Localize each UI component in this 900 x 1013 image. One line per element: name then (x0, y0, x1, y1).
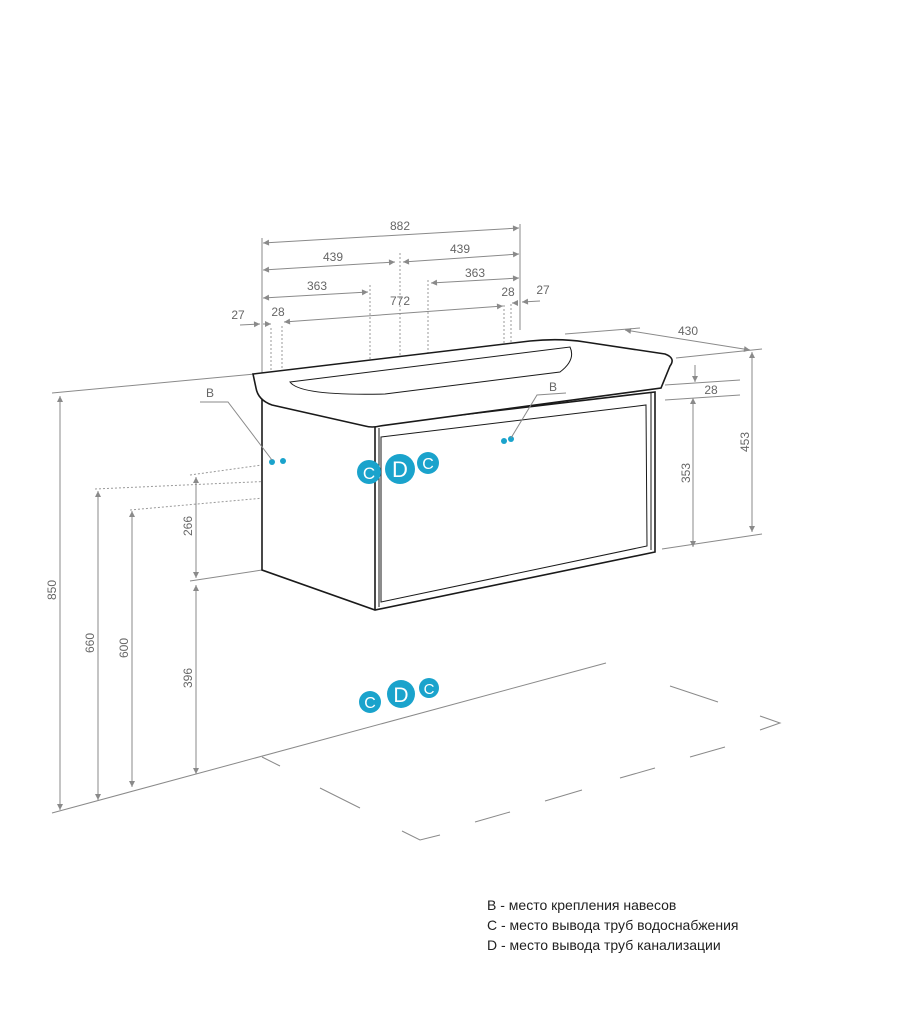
drawer-front (380, 404, 648, 603)
pipe-outlets-wall: C D C (357, 452, 439, 484)
floor-line (51, 662, 607, 814)
dim-453: 453 (738, 432, 752, 452)
dim-772: 772 (390, 294, 410, 308)
marker-b-left: B (206, 386, 214, 400)
legend-item-c: C - место вывода труб водоснабжения (487, 917, 738, 933)
dim-28-basin: 28 (704, 383, 718, 397)
marker-b-right: B (549, 380, 557, 394)
cabinet-bottom-extension (189, 569, 263, 582)
dim-439-left: 439 (323, 250, 343, 264)
cabinet (261, 391, 656, 611)
dim-660: 660 (83, 633, 97, 653)
dim-27-left: 27 (231, 308, 245, 322)
legend: B - место крепления навесов C - место вы… (487, 897, 738, 953)
dim-850: 850 (45, 580, 59, 600)
top-dimensions: 882 439 439 363 363 772 27 28 28 27 (231, 219, 550, 328)
marker-c: C (424, 681, 435, 698)
floor-footprint (261, 685, 782, 841)
dim-28-right: 28 (501, 285, 515, 299)
left-dimensions: 850 660 600 266 396 (45, 396, 199, 810)
marker-c: C (422, 456, 434, 473)
mount-points: B B (200, 380, 567, 465)
dim-600: 600 (117, 638, 131, 658)
legend-item-b: B - место крепления навесов (487, 897, 676, 913)
marker-c: C (364, 695, 376, 712)
legend-item-d: D - место вывода труб канализации (487, 937, 721, 953)
washbasin (252, 338, 673, 428)
dim-430: 430 (678, 324, 698, 338)
marker-c: C (363, 464, 375, 483)
marker-d: D (392, 457, 408, 482)
dim-353: 353 (679, 463, 693, 483)
dim-363-left: 363 (307, 279, 327, 293)
dim-882: 882 (390, 219, 410, 233)
right-dimensions: 430 453 28 353 (564, 324, 763, 550)
dim-28-left: 28 (271, 305, 285, 319)
dim-27-right: 27 (536, 283, 550, 297)
dim-363-right: 363 (465, 266, 485, 280)
wall-line (51, 373, 256, 394)
marker-d: D (393, 684, 408, 707)
pipe-outlets-floor: C D C (359, 678, 439, 713)
dim-396: 396 (181, 668, 195, 688)
dim-266: 266 (181, 516, 195, 536)
dim-439-right: 439 (450, 242, 470, 256)
